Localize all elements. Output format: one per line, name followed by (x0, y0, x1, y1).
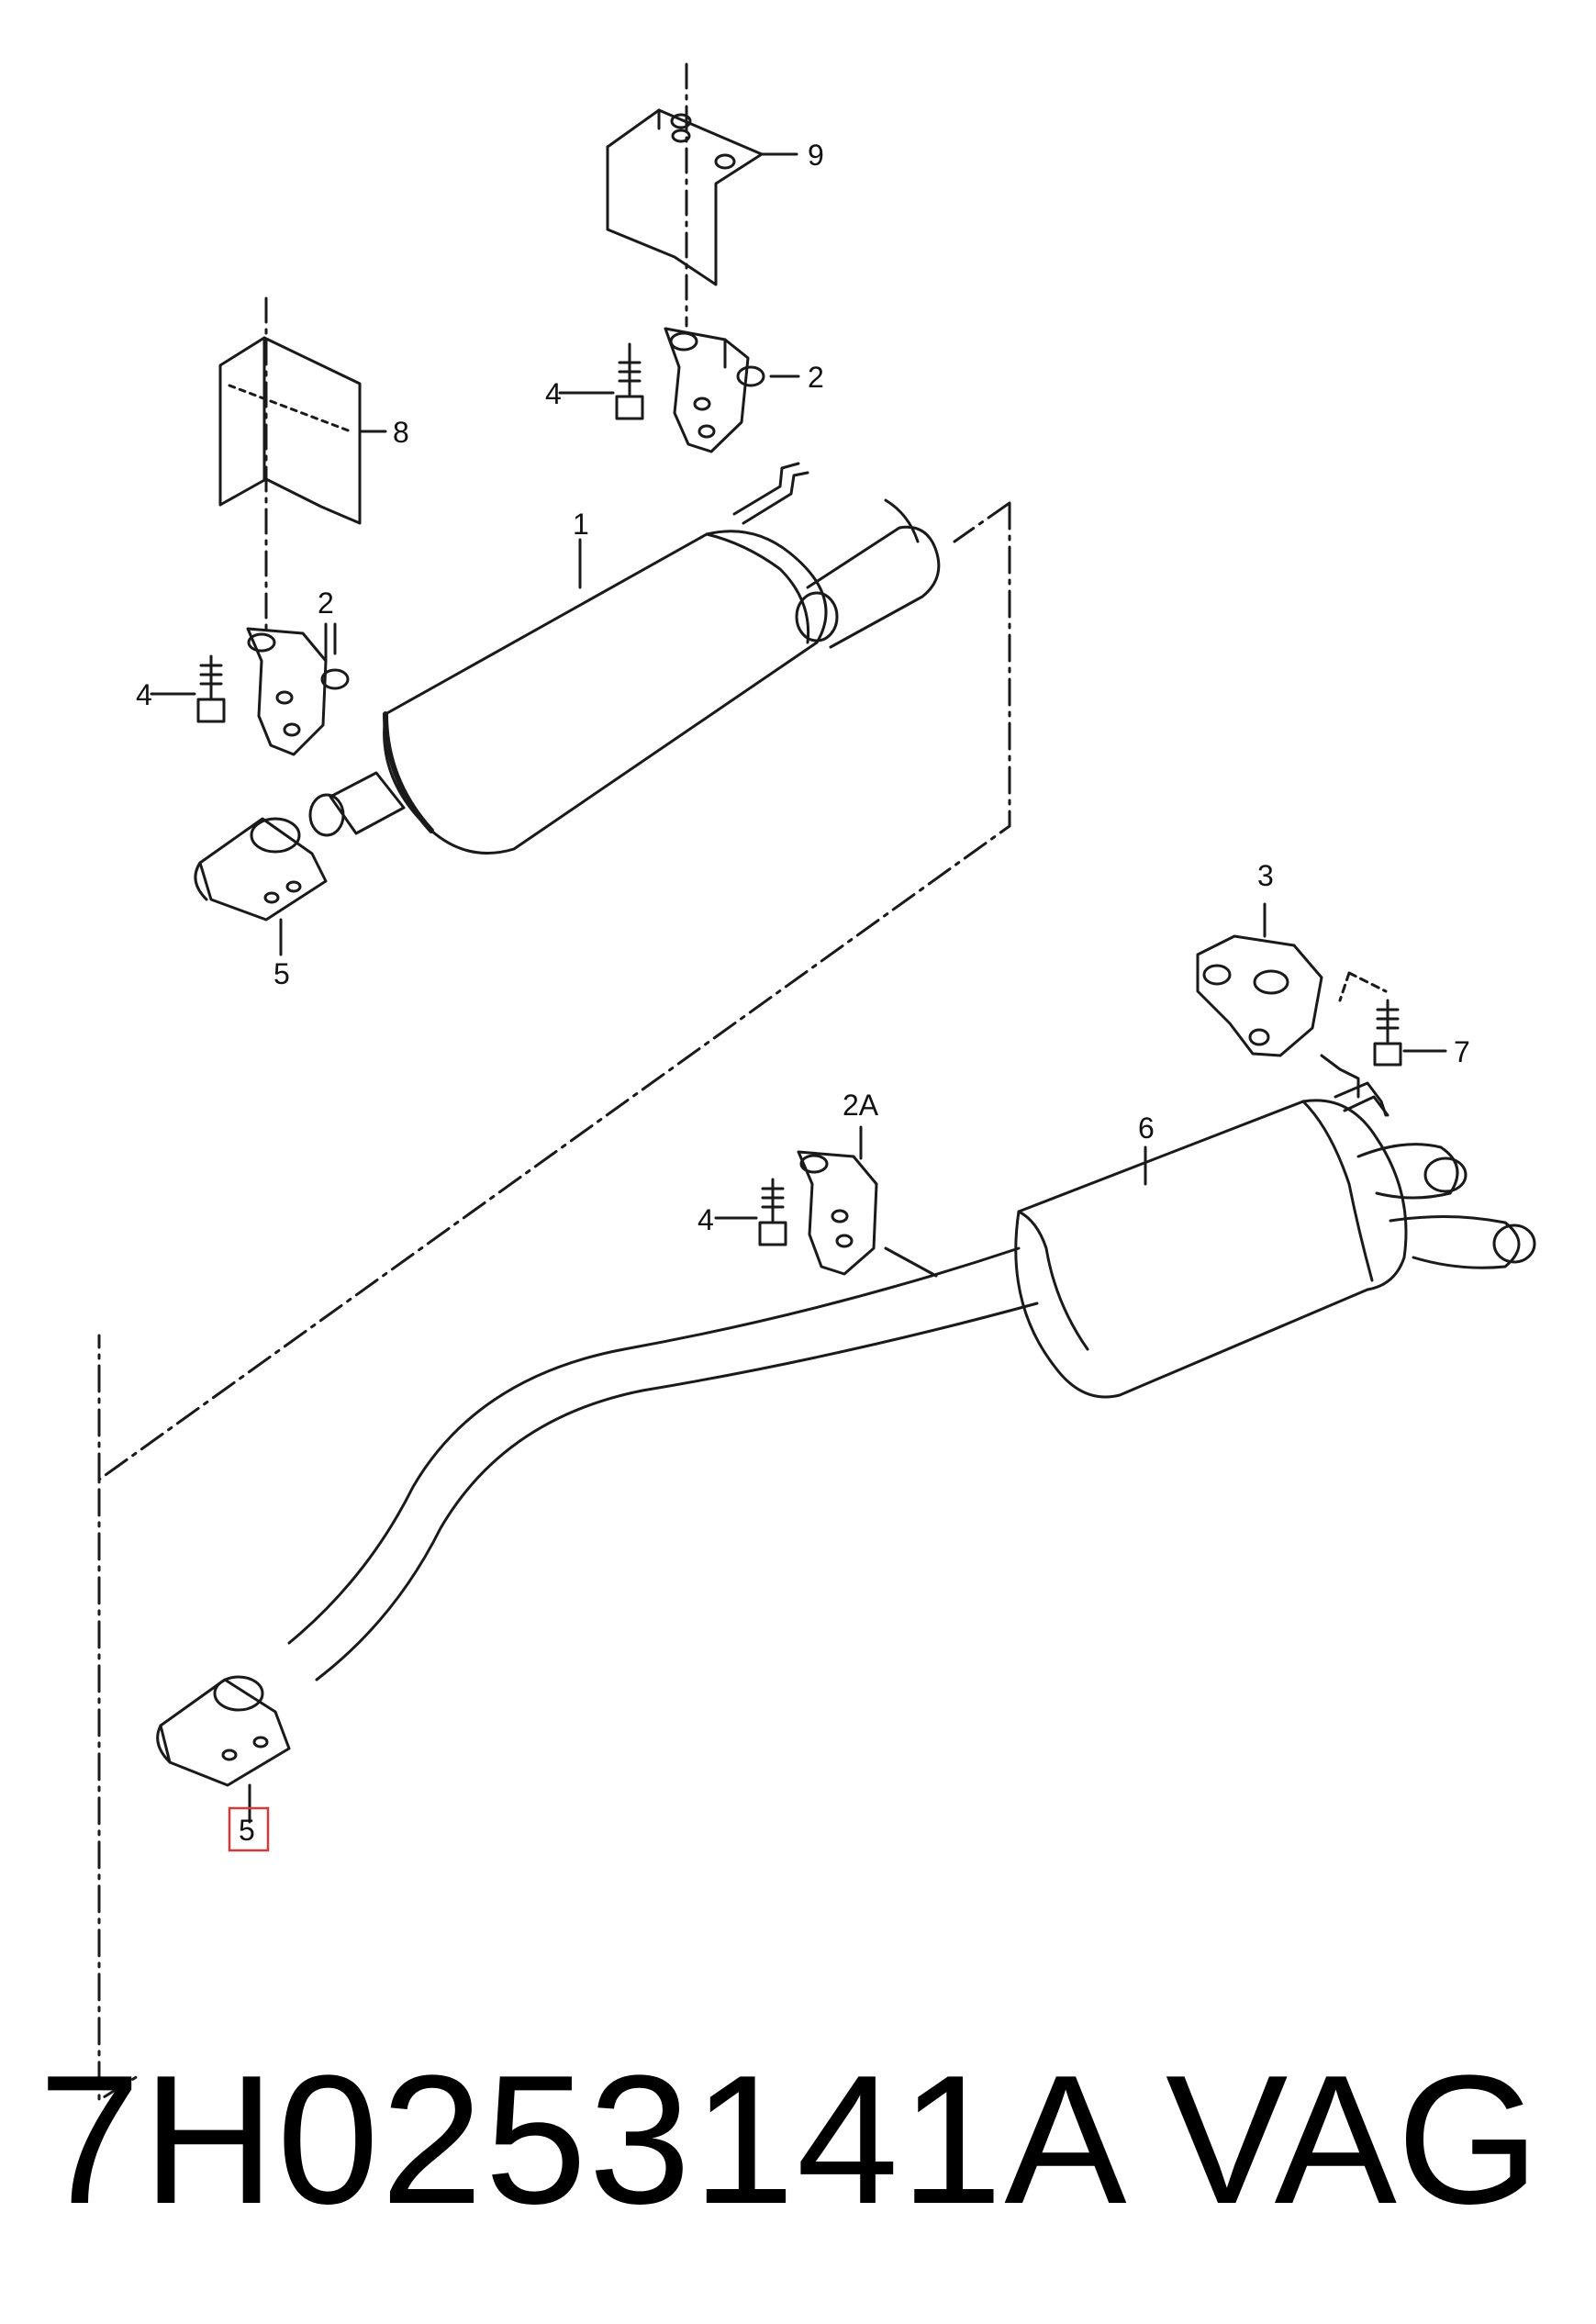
callout-4-top[interactable]: 4 (545, 377, 562, 410)
callout-5-top[interactable]: 5 (273, 957, 290, 990)
bolt-top (558, 342, 644, 420)
assembly-frame (97, 501, 1011, 2102)
callout-2-top[interactable]: 2 (808, 361, 824, 394)
bolt-mid (714, 1178, 787, 1246)
rear-mount (1196, 902, 1388, 1099)
callout-2a[interactable]: 2A (843, 1089, 879, 1122)
middle-pipe (287, 1246, 1039, 1682)
bolt-rear (1373, 999, 1447, 1067)
bracket-2a (797, 1125, 938, 1278)
callout-5-highlighted[interactable]: 5 (228, 1806, 270, 1852)
pipe-clamp-upper (194, 817, 328, 956)
front-muffler (308, 462, 941, 855)
callout-1[interactable]: 1 (573, 508, 589, 541)
bracket-left (246, 622, 350, 756)
callout-9[interactable]: 9 (808, 139, 824, 172)
brand-label: VAG (1166, 2038, 1540, 2242)
pipe-clamp-lower (156, 1675, 291, 1824)
callout-7[interactable]: 7 (1454, 1035, 1470, 1068)
callout-2-left[interactable]: 2 (318, 587, 334, 620)
part-number: 7H0253141A (39, 2038, 1129, 2242)
heat-shield-left (218, 296, 387, 635)
bolt-left (150, 654, 226, 723)
callout-5-bottom: 5 (239, 1814, 255, 1847)
callout-3[interactable]: 3 (1257, 859, 1274, 892)
callout-4-mid[interactable]: 4 (698, 1203, 714, 1236)
callout-8[interactable]: 8 (393, 416, 409, 449)
bracket-top (664, 327, 800, 453)
heat-shield-top (606, 62, 798, 328)
rear-muffler (1014, 1081, 1536, 1399)
callout-6[interactable]: 6 (1138, 1112, 1155, 1145)
callout-4-left[interactable]: 4 (136, 678, 152, 711)
highlight-box (228, 1806, 270, 1852)
